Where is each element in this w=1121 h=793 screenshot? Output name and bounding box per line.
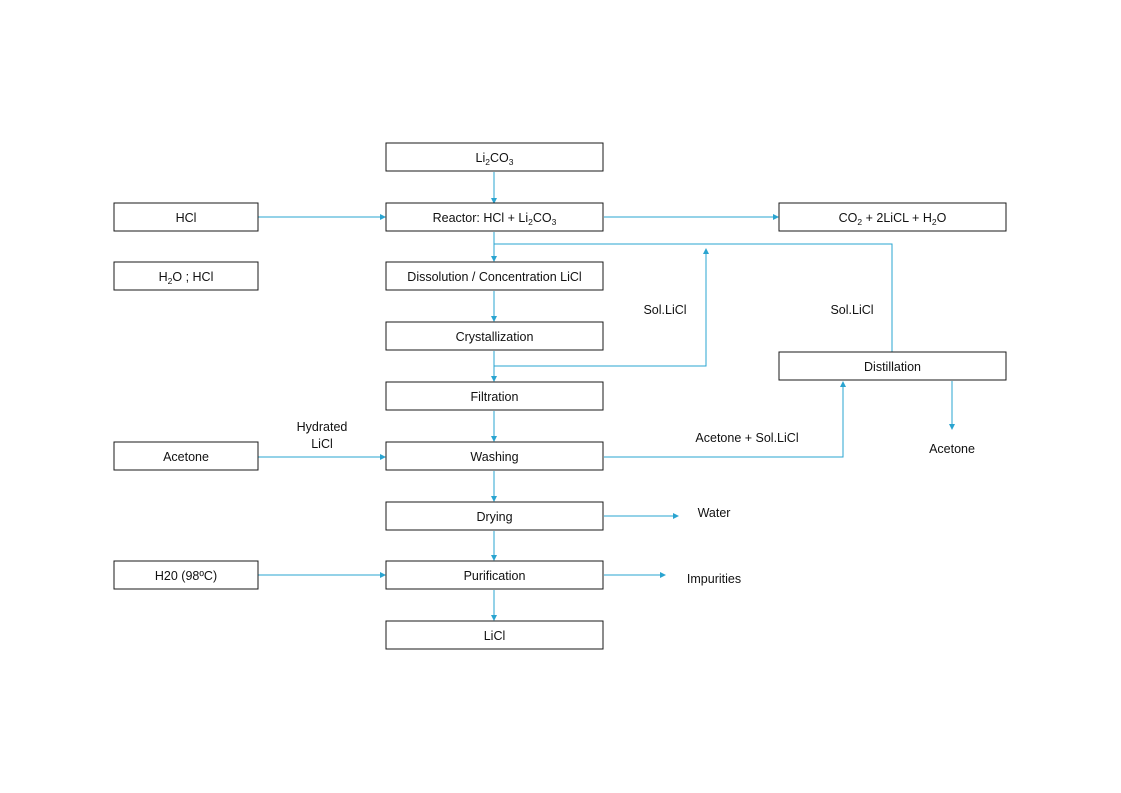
box-drying-label: Drying [476, 510, 512, 524]
box-acetone-in-label: Acetone [163, 450, 209, 464]
arrowhead [491, 198, 497, 204]
box-drying: Drying [385, 501, 604, 531]
label-sol-licl-right: Sol.LiCl [830, 303, 873, 317]
box-purification-label: Purification [464, 569, 526, 583]
box-licl: LiCl [385, 620, 604, 650]
arrowhead [660, 572, 666, 578]
flow-lines [258, 172, 955, 621]
box-h2o-hcl-label: H2O ; HCl [159, 270, 214, 286]
box-crystallization-label: Crystallization [456, 330, 534, 344]
arrowhead [380, 454, 386, 460]
label-impurities: Impurities [687, 572, 741, 586]
box-reactor-label: Reactor: HCl + Li2CO3 [433, 211, 557, 227]
box-purification: Purification [385, 560, 604, 590]
arrowhead [949, 424, 955, 430]
arrowhead [840, 381, 846, 387]
arrowhead [773, 214, 779, 220]
label-hydrated: Hydrated [297, 420, 348, 434]
arrowhead [380, 572, 386, 578]
flow-sol-licl-loop [494, 252, 707, 367]
box-washing-label: Washing [470, 450, 518, 464]
arrowhead [491, 496, 497, 502]
box-products-label: CO2 + 2LiCL + H2O [839, 211, 947, 227]
arrowhead [491, 316, 497, 322]
label-acetone-sol-licl: Acetone + Sol.LiCl [695, 431, 798, 445]
box-washing: Washing [385, 441, 604, 471]
box-distillation: Distillation [778, 351, 1007, 381]
box-acetone-in: Acetone [113, 441, 259, 471]
arrowhead [491, 555, 497, 561]
box-li2co3: Li2CO3 [385, 142, 604, 172]
box-distillation-label: Distillation [864, 360, 921, 374]
box-h20-98-label: H20 (98ºC) [155, 569, 217, 583]
label-acetone-out: Acetone [929, 442, 975, 456]
flow-distillation-recycle [494, 243, 893, 352]
box-hcl-label: HCl [176, 211, 197, 225]
box-li2co3-label: Li2CO3 [476, 151, 514, 167]
box-h20-98: H20 (98ºC) [113, 560, 259, 590]
arrowhead [380, 214, 386, 220]
label-hydrated-licl: LiCl [311, 437, 333, 451]
box-crystallization: Crystallization [385, 321, 604, 351]
flow-washing-to-distillation [604, 385, 844, 458]
arrowhead [491, 256, 497, 262]
box-products: CO2 + 2LiCL + H2O [778, 202, 1007, 232]
arrowhead [703, 248, 709, 254]
box-filtration-label: Filtration [471, 390, 519, 404]
label-water: Water [698, 506, 731, 520]
label-sol-licl-left: Sol.LiCl [643, 303, 686, 317]
box-dissolution-label: Dissolution / Concentration LiCl [407, 270, 581, 284]
arrowhead [491, 376, 497, 382]
box-dissolution: Dissolution / Concentration LiCl [385, 261, 604, 291]
box-filtration: Filtration [385, 381, 604, 411]
box-reactor: Reactor: HCl + Li2CO3 [385, 202, 604, 232]
box-hcl: HCl [113, 202, 259, 232]
arrowhead [491, 615, 497, 621]
box-licl-label: LiCl [484, 629, 506, 643]
box-h2o-hcl: H2O ; HCl [113, 261, 259, 291]
arrowhead [673, 513, 679, 519]
arrowhead [491, 436, 497, 442]
